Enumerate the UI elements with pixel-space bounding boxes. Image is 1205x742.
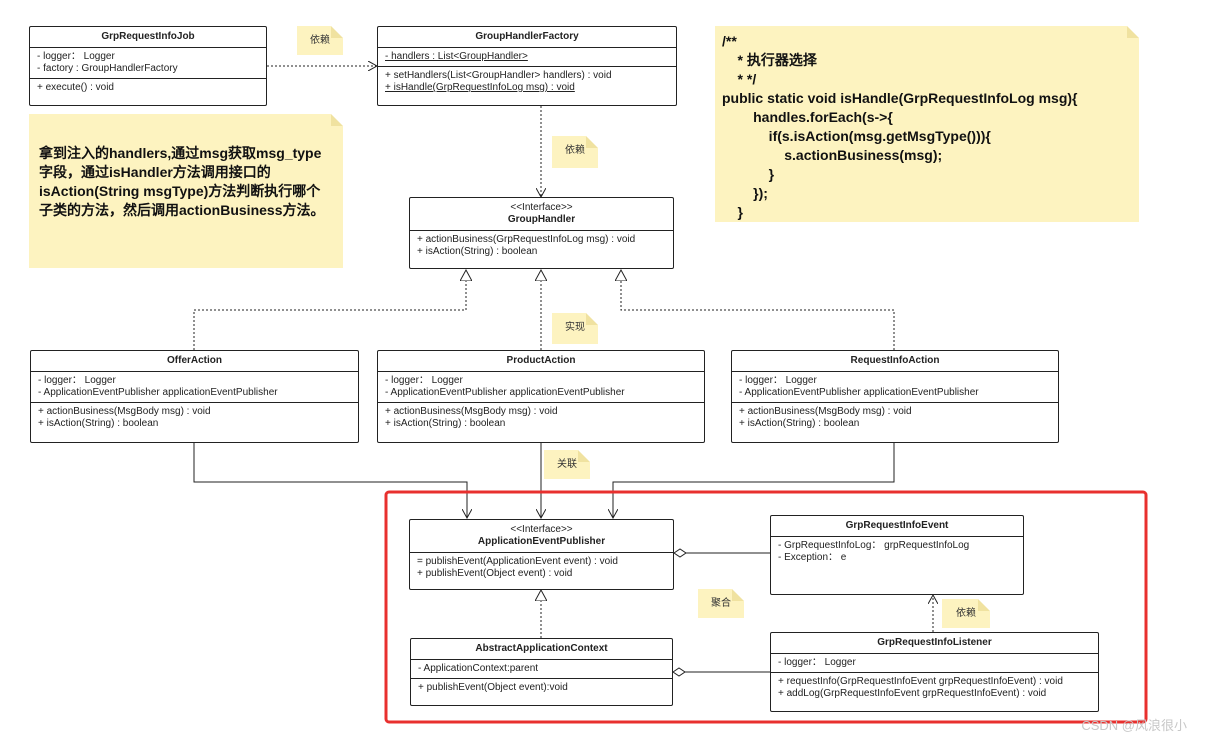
methods-section: = publishEvent(ApplicationEvent event) :… (410, 553, 673, 583)
method: + execute() : void (37, 82, 114, 93)
class-name: GrpRequestInfoEvent (771, 516, 1023, 537)
method: + setHandlers(List<GroupHandler> handler… (385, 70, 612, 81)
label-text: 依赖 (310, 35, 330, 46)
code-note: /** * 执行器选择 * */ public static void isHa… (715, 26, 1139, 222)
method: + isAction(String) : boolean (417, 246, 538, 257)
method: + isHandle(GrpRequestInfoLog msg) : void (385, 82, 575, 93)
realization-line-offer (193, 270, 466, 350)
class-grp-request-info-event: GrpRequestInfoEvent - GrpRequestInfoLog：… (770, 515, 1024, 595)
label-implementation: 实现 (552, 313, 598, 344)
highlight-box (384, 490, 1148, 724)
attributes-section: - logger： Logger - ApplicationEventPubli… (378, 372, 704, 403)
label-association: 关联 (544, 450, 590, 479)
class-abstract-application-context: AbstractApplicationContext - Application… (410, 638, 673, 706)
realization-line-request-info (621, 270, 895, 350)
methods-section: + requestInfo(GrpRequestInfoEvent grpReq… (771, 673, 1098, 703)
method: + actionBusiness(MsgBody msg) : void (38, 406, 211, 417)
attributes-section: - GrpRequestInfoLog： grpRequestInfoLog -… (771, 537, 1023, 567)
method: + isAction(String) : boolean (739, 418, 860, 429)
methods-section: + actionBusiness(MsgBody msg) : void + i… (31, 403, 358, 433)
class-name: ApplicationEventPublisher (477, 536, 606, 547)
label-text: 聚合 (711, 598, 731, 609)
attribute: - ApplicationEventPublisher applicationE… (38, 387, 278, 398)
class-request-info-action: RequestInfoAction - logger： Logger - App… (731, 350, 1059, 443)
attribute: - Exception： e (778, 552, 847, 563)
interface-header: <<Interface>> ApplicationEventPublisher (410, 520, 673, 553)
method: + isAction(String) : boolean (38, 418, 159, 429)
class-group-handler-factory: GroupHandlerFactory - handlers : List<Gr… (377, 26, 677, 106)
stereotype: <<Interface>> (510, 524, 573, 535)
class-grp-request-info-job: GrpRequestInfoJob - logger： Logger - fac… (29, 26, 267, 106)
method: = publishEvent(ApplicationEvent event) :… (417, 556, 618, 567)
methods-section: + execute() : void (30, 79, 266, 97)
method: + publishEvent(Object event):void (418, 682, 568, 693)
explanation-text: 拿到注入的handlers,通过msg获取msg_type字段，通过isHand… (39, 145, 325, 218)
class-name: GroupHandlerFactory (378, 27, 676, 48)
attribute: - logger： Logger (778, 657, 856, 668)
label-text: 依赖 (565, 145, 585, 156)
label-text: 关联 (557, 459, 577, 470)
attributes-section: - logger： Logger - ApplicationEventPubli… (31, 372, 358, 403)
attribute: - factory : GroupHandlerFactory (37, 63, 178, 74)
class-name: RequestInfoAction (732, 351, 1058, 372)
method: + actionBusiness(GrpRequestInfoLog msg) … (417, 234, 636, 245)
method: + isAction(String) : boolean (385, 418, 506, 429)
label-text: 依赖 (956, 608, 976, 619)
label-aggregation: 聚合 (698, 589, 744, 618)
method: + requestInfo(GrpRequestInfoEvent grpReq… (778, 676, 1063, 687)
interface-header: <<Interface>> GroupHandler (410, 198, 673, 231)
attribute: - ApplicationContext:parent (418, 663, 539, 674)
label-text: 实现 (565, 322, 585, 333)
method: + actionBusiness(MsgBody msg) : void (739, 406, 912, 417)
interface-application-event-publisher: <<Interface>> ApplicationEventPublisher … (409, 519, 674, 590)
attributes-section: - logger： Logger - factory : GroupHandle… (30, 48, 266, 79)
class-name: AbstractApplicationContext (411, 639, 672, 660)
attribute: - ApplicationEventPublisher applicationE… (385, 387, 625, 398)
method: + actionBusiness(MsgBody msg) : void (385, 406, 558, 417)
label-dependency-top: 依赖 (297, 26, 343, 55)
interface-group-handler: <<Interface>> GroupHandler + actionBusin… (409, 197, 674, 269)
code-text: /** * 执行器选择 * */ public static void isHa… (722, 33, 1078, 220)
attributes-section: - handlers : List<GroupHandler> (378, 48, 676, 67)
attribute: - handlers : List<GroupHandler> (385, 51, 528, 62)
attribute: - logger： Logger (38, 375, 116, 386)
attributes-section: - logger： Logger - ApplicationEventPubli… (732, 372, 1058, 403)
class-name: GrpRequestInfoJob (30, 27, 266, 48)
attribute: - logger： Logger (37, 51, 115, 62)
explanation-note: 拿到注入的handlers,通过msg获取msg_type字段，通过isHand… (29, 114, 343, 268)
attribute: - ApplicationEventPublisher applicationE… (739, 387, 979, 398)
attribute: - logger： Logger (385, 375, 463, 386)
class-name: GrpRequestInfoListener (771, 633, 1098, 654)
class-grp-request-info-listener: GrpRequestInfoListener - logger： Logger … (770, 632, 1099, 712)
methods-section: + actionBusiness(MsgBody msg) : void + i… (732, 403, 1058, 433)
class-name: GroupHandler (507, 214, 576, 225)
methods-section: + actionBusiness(GrpRequestInfoLog msg) … (410, 231, 673, 261)
attribute: - logger： Logger (739, 375, 817, 386)
label-dependency-middle: 依赖 (552, 136, 598, 168)
label-dependency-bottom: 依赖 (942, 599, 990, 628)
methods-section: + setHandlers(List<GroupHandler> handler… (378, 67, 676, 97)
attribute: - GrpRequestInfoLog： grpRequestInfoLog (778, 540, 970, 551)
class-name: OfferAction (31, 351, 358, 372)
method: + addLog(GrpRequestInfoEvent grpRequestI… (778, 688, 1047, 699)
stereotype: <<Interface>> (510, 202, 573, 213)
attributes-section: - logger： Logger (771, 654, 1098, 673)
watermark: CSDN @风浪很小 (1081, 718, 1187, 733)
attributes-section: - ApplicationContext:parent (411, 660, 672, 679)
class-name: ProductAction (378, 351, 704, 372)
method: + publishEvent(Object event) : void (417, 568, 573, 579)
association-line-request-info (613, 443, 895, 518)
association-line-offer (193, 443, 467, 518)
class-product-action: ProductAction - logger： Logger - Applica… (377, 350, 705, 443)
class-offer-action: OfferAction - logger： Logger - Applicati… (30, 350, 359, 443)
methods-section: + publishEvent(Object event):void (411, 679, 672, 697)
methods-section: + actionBusiness(MsgBody msg) : void + i… (378, 403, 704, 433)
